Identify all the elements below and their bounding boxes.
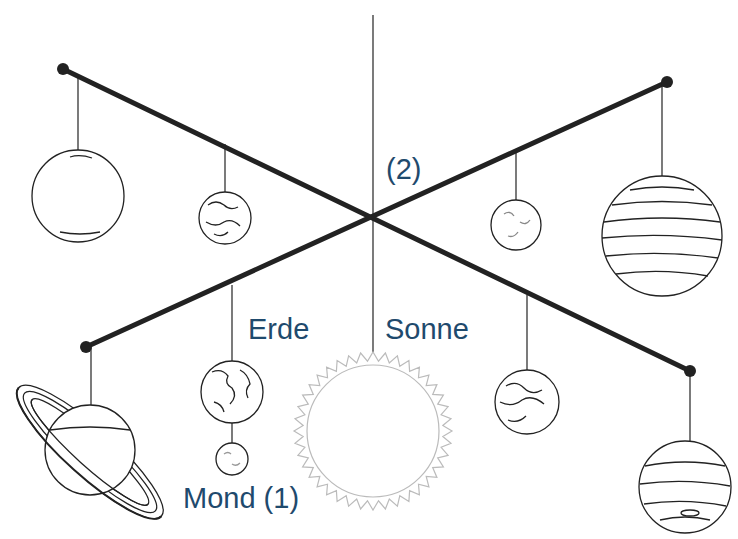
bars — [63, 69, 690, 371]
jupiter — [602, 176, 722, 296]
moon-label: Mond (1) — [181, 481, 301, 515]
bar-end — [661, 76, 673, 88]
mercury — [199, 192, 251, 244]
planet-texture — [602, 187, 722, 276]
planet — [32, 150, 124, 242]
planet-texture — [60, 156, 100, 234]
main-string — [372, 15, 373, 352]
ring — [3, 388, 162, 534]
planet-texture — [504, 212, 530, 236]
mars — [491, 200, 541, 250]
saturn-rings — [3, 370, 178, 534]
string — [77, 74, 78, 151]
planet — [199, 192, 251, 244]
saturn-front-rings — [3, 388, 162, 534]
string — [231, 423, 232, 443]
bar-ends — [57, 63, 696, 377]
planet — [602, 176, 722, 296]
ring — [12, 379, 168, 525]
earth — [201, 361, 263, 423]
planet-texture — [500, 383, 544, 421]
planet — [491, 200, 541, 250]
planet — [201, 361, 263, 423]
bar-end — [57, 63, 69, 75]
moon — [216, 443, 248, 475]
string — [661, 84, 662, 176]
planets — [3, 150, 731, 534]
callout-number: (2) — [384, 152, 423, 186]
sun-label: Sonne — [383, 312, 471, 346]
ring — [3, 370, 178, 534]
sun-disc — [307, 365, 439, 497]
saturn — [3, 370, 178, 534]
uranus — [495, 370, 559, 434]
ring — [23, 400, 148, 515]
string — [231, 285, 232, 361]
ring — [23, 389, 158, 514]
planet-texture — [206, 202, 240, 236]
mobile-bar — [86, 82, 667, 347]
planet-texture — [50, 427, 130, 430]
venus — [32, 150, 124, 242]
string — [90, 348, 91, 406]
sun — [294, 352, 452, 510]
string — [515, 152, 516, 200]
moon — [216, 443, 248, 475]
string — [689, 372, 690, 442]
planet-texture — [640, 462, 730, 520]
sun-rays — [294, 352, 452, 510]
neptune — [639, 441, 731, 533]
planet — [639, 441, 731, 533]
string — [224, 144, 225, 192]
bar-end — [80, 341, 92, 353]
bar-end — [684, 365, 696, 377]
planet — [45, 405, 135, 495]
planet — [495, 370, 559, 434]
string — [526, 295, 527, 370]
mobile-bar — [63, 69, 690, 371]
planet-texture — [224, 453, 240, 466]
planet-spot — [681, 510, 699, 516]
planet-texture — [212, 370, 250, 412]
planet-label: Erde — [246, 312, 311, 346]
